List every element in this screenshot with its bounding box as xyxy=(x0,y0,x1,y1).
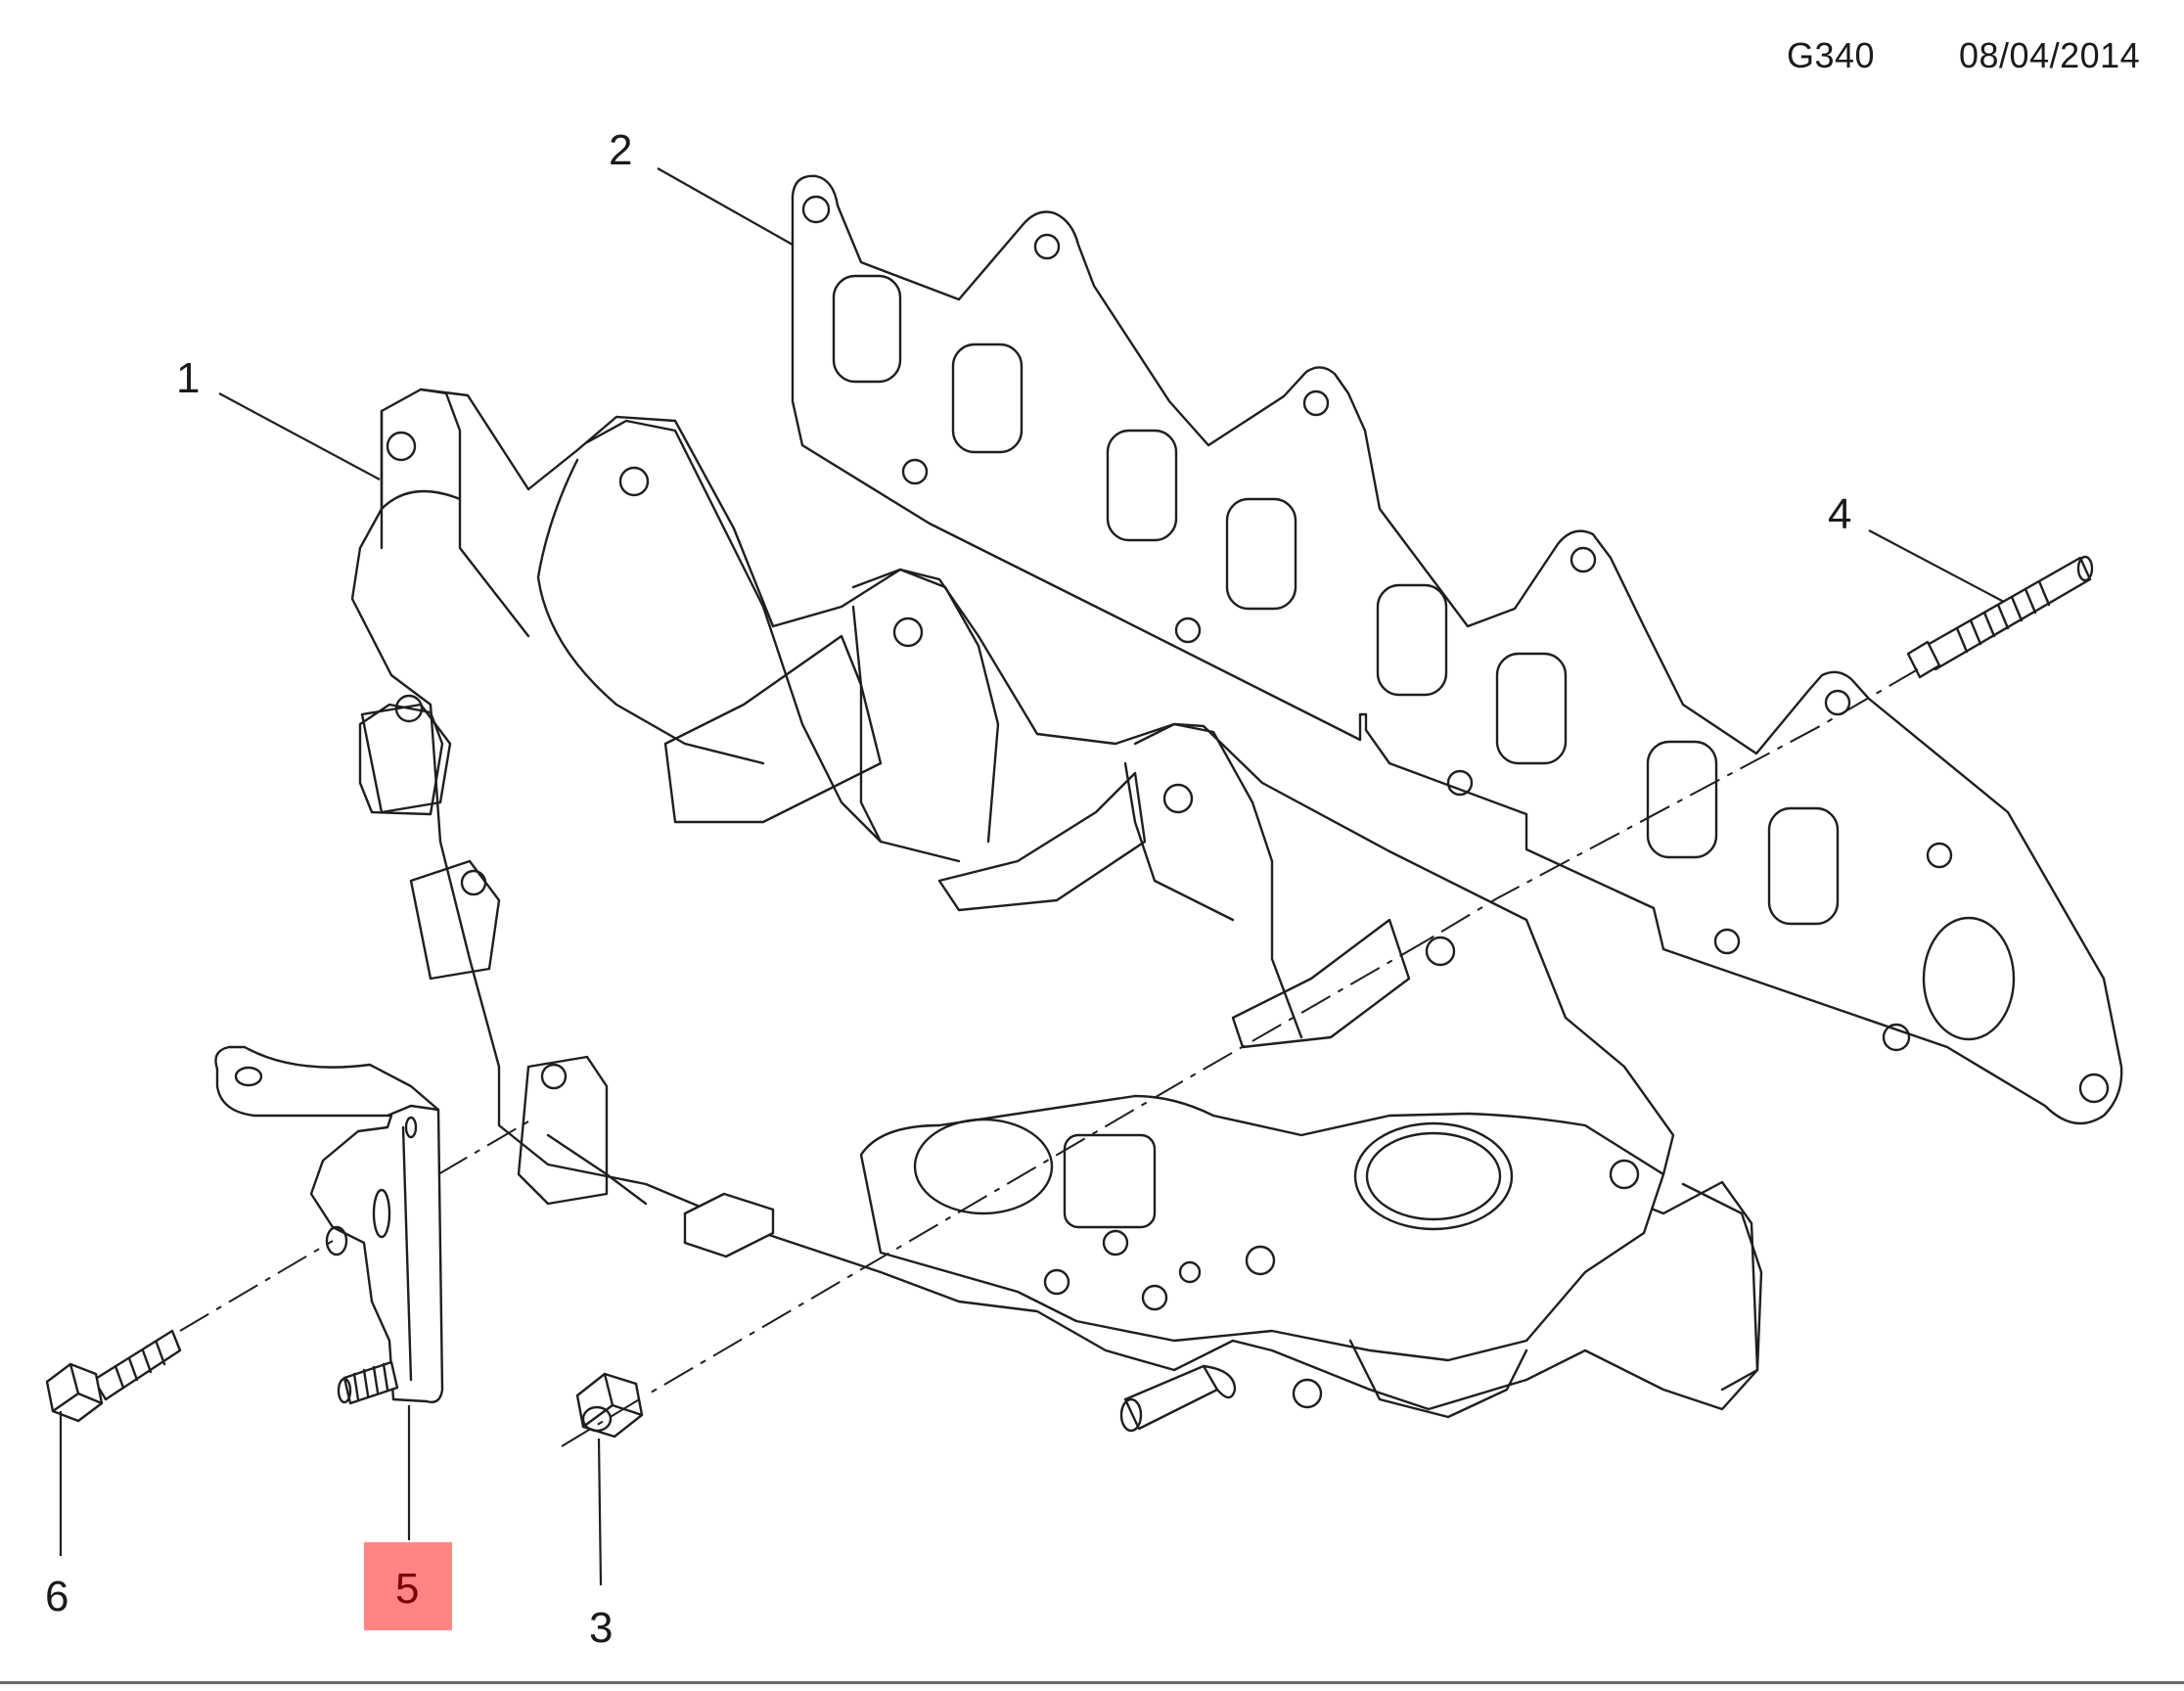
bottom-divider xyxy=(0,1681,2184,1684)
nut-part-3 xyxy=(575,1372,644,1439)
callout-2[interactable]: 2 xyxy=(609,126,633,174)
bracket-part-5 xyxy=(214,1045,444,1405)
leader-lines xyxy=(59,167,2005,1586)
callout-3[interactable]: 3 xyxy=(589,1604,614,1652)
gasket-part-2 xyxy=(791,174,2123,1125)
callout-5[interactable]: 5 xyxy=(395,1565,420,1613)
assembly-axes xyxy=(179,668,1919,1447)
stud-part-4 xyxy=(1906,555,2094,679)
diagram-date: 08/04/2014 xyxy=(1959,35,2141,75)
callout-1[interactable]: 1 xyxy=(176,354,201,402)
manifold-part-1 xyxy=(350,388,1763,1433)
callout-6[interactable]: 6 xyxy=(45,1573,69,1621)
gasket-outline xyxy=(791,174,2123,1125)
bolt-part-6 xyxy=(45,1329,182,1423)
diagram-code: G340 xyxy=(1787,35,1876,75)
callout-4[interactable]: 4 xyxy=(1828,490,1852,538)
callout-5-highlight[interactable] xyxy=(364,1542,452,1630)
